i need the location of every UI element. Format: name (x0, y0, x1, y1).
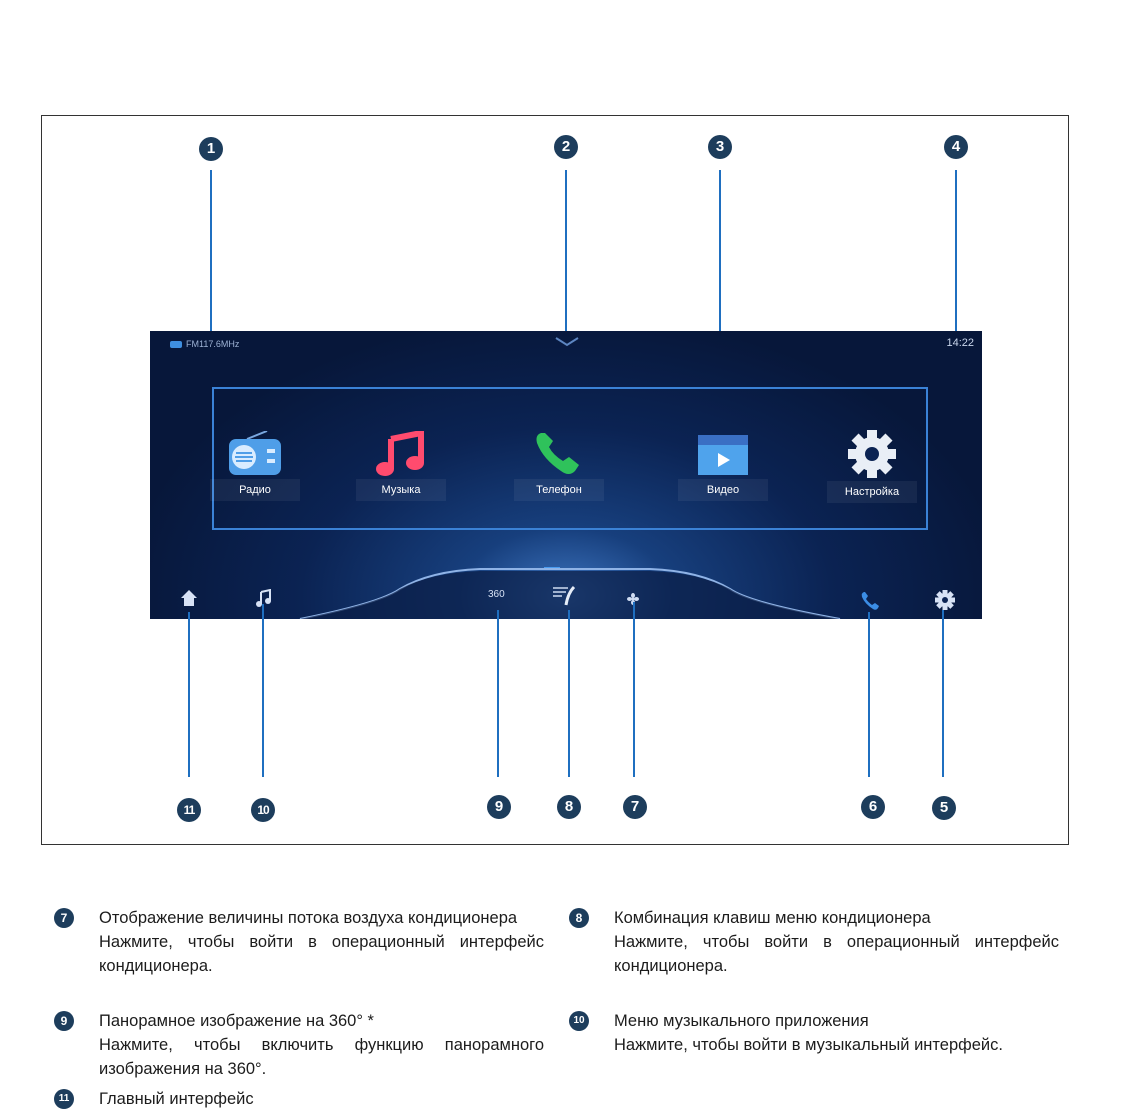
leader-line-9 (497, 610, 499, 777)
pull-down-chevron-icon[interactable] (554, 335, 580, 347)
description-title-10: Меню музыкального приложения (614, 1012, 869, 1030)
app-music-label: Музыка (356, 479, 446, 501)
video-icon (698, 435, 748, 475)
radio-status-icon (170, 340, 182, 348)
description-item-8: 8 Комбинация клавиш меню кондиционера На… (569, 906, 1059, 986)
callout-badge-8: 8 (557, 795, 581, 819)
app-video[interactable]: Видео (678, 431, 768, 501)
callout-badge-7: 7 (623, 795, 647, 819)
description-item-11: 11 Главный интерфейс (54, 1087, 544, 1113)
description-title-7: Отображение величины потока воздуха конд… (99, 909, 518, 927)
home-icon[interactable] (180, 589, 198, 607)
description-number-11: 11 (54, 1089, 74, 1109)
callout-badge-3: 3 (708, 135, 732, 159)
phone-icon (536, 433, 579, 474)
description-number-7: 7 (54, 908, 74, 928)
clock: 14:22 (946, 337, 974, 349)
music-note-dock-icon[interactable] (254, 589, 272, 607)
callout-badge-6: 6 (861, 795, 885, 819)
radio-icon (229, 431, 281, 475)
panorama-360-button[interactable]: 360 (488, 589, 505, 600)
description-title-9: Панорамное изображение на 360° * (99, 1012, 374, 1030)
description-text-8: Нажмите, чтобы войти в операционный инте… (614, 933, 1059, 975)
callout-badge-4: 4 (944, 135, 968, 159)
leader-line-1 (210, 170, 212, 340)
leader-line-8 (568, 610, 570, 777)
description-title-8: Комбинация клавиш меню кондиционера (614, 909, 931, 927)
description-number-9: 9 (54, 1011, 74, 1031)
gear-icon (848, 430, 896, 478)
radio-frequency: FM117.6MHz (186, 339, 240, 349)
head-unit-screen: FM117.6MHz 14:22 Радио Музыка (150, 331, 982, 619)
figure-frame (41, 115, 1069, 845)
callout-badge-2: 2 (554, 135, 578, 159)
description-text-10: Нажмите, чтобы войти в музыкальный интер… (614, 1036, 1003, 1054)
app-phone[interactable]: Телефон (514, 431, 604, 501)
seat-airflow-icon[interactable] (552, 585, 578, 607)
description-title-11: Главный интерфейс (99, 1090, 254, 1108)
leader-line-5 (942, 610, 944, 777)
description-number-10: 10 (569, 1011, 589, 1031)
callout-badge-11: 11 (177, 798, 201, 822)
app-video-label: Видео (678, 479, 768, 501)
callout-badge-1: 1 (199, 137, 223, 161)
app-settings[interactable]: Настройка (827, 429, 917, 503)
music-note-icon (376, 431, 424, 476)
app-music[interactable]: Музыка (356, 431, 446, 501)
settings-dock-icon[interactable] (934, 589, 956, 611)
description-item-9: 9 Панорамное изображение на 360° * Нажми… (54, 1009, 544, 1084)
callout-badge-9: 9 (487, 795, 511, 819)
description-text-7: Нажмите, чтобы войти в операционный инте… (99, 933, 544, 975)
callout-badge-5: 5 (932, 796, 956, 820)
callout-badge-10: 10 (251, 798, 275, 822)
leader-line-7 (633, 602, 635, 777)
phone-dock-icon[interactable] (860, 591, 880, 611)
app-phone-label: Телефон (514, 479, 604, 501)
app-settings-label: Настройка (827, 481, 917, 503)
leader-line-6 (868, 612, 870, 777)
leader-line-3 (719, 170, 721, 386)
description-item-7: 7 Отображение величины потока воздуха ко… (54, 906, 544, 1006)
leader-line-4 (955, 170, 957, 338)
app-area-highlight (212, 387, 928, 530)
leader-line-10 (262, 604, 264, 777)
leader-line-2 (565, 170, 567, 338)
description-number-8: 8 (569, 908, 589, 928)
panorama-360-label: 360 (488, 589, 505, 600)
app-radio[interactable]: Радио (210, 431, 300, 501)
app-radio-label: Радио (210, 479, 300, 501)
description-text-9: Нажмите, чтобы включить функцию панорамн… (99, 1036, 544, 1078)
description-item-10: 10 Меню музыкального приложения Нажмите,… (569, 1009, 1059, 1084)
leader-line-11 (188, 612, 190, 777)
radio-status[interactable]: FM117.6MHz (170, 339, 239, 349)
